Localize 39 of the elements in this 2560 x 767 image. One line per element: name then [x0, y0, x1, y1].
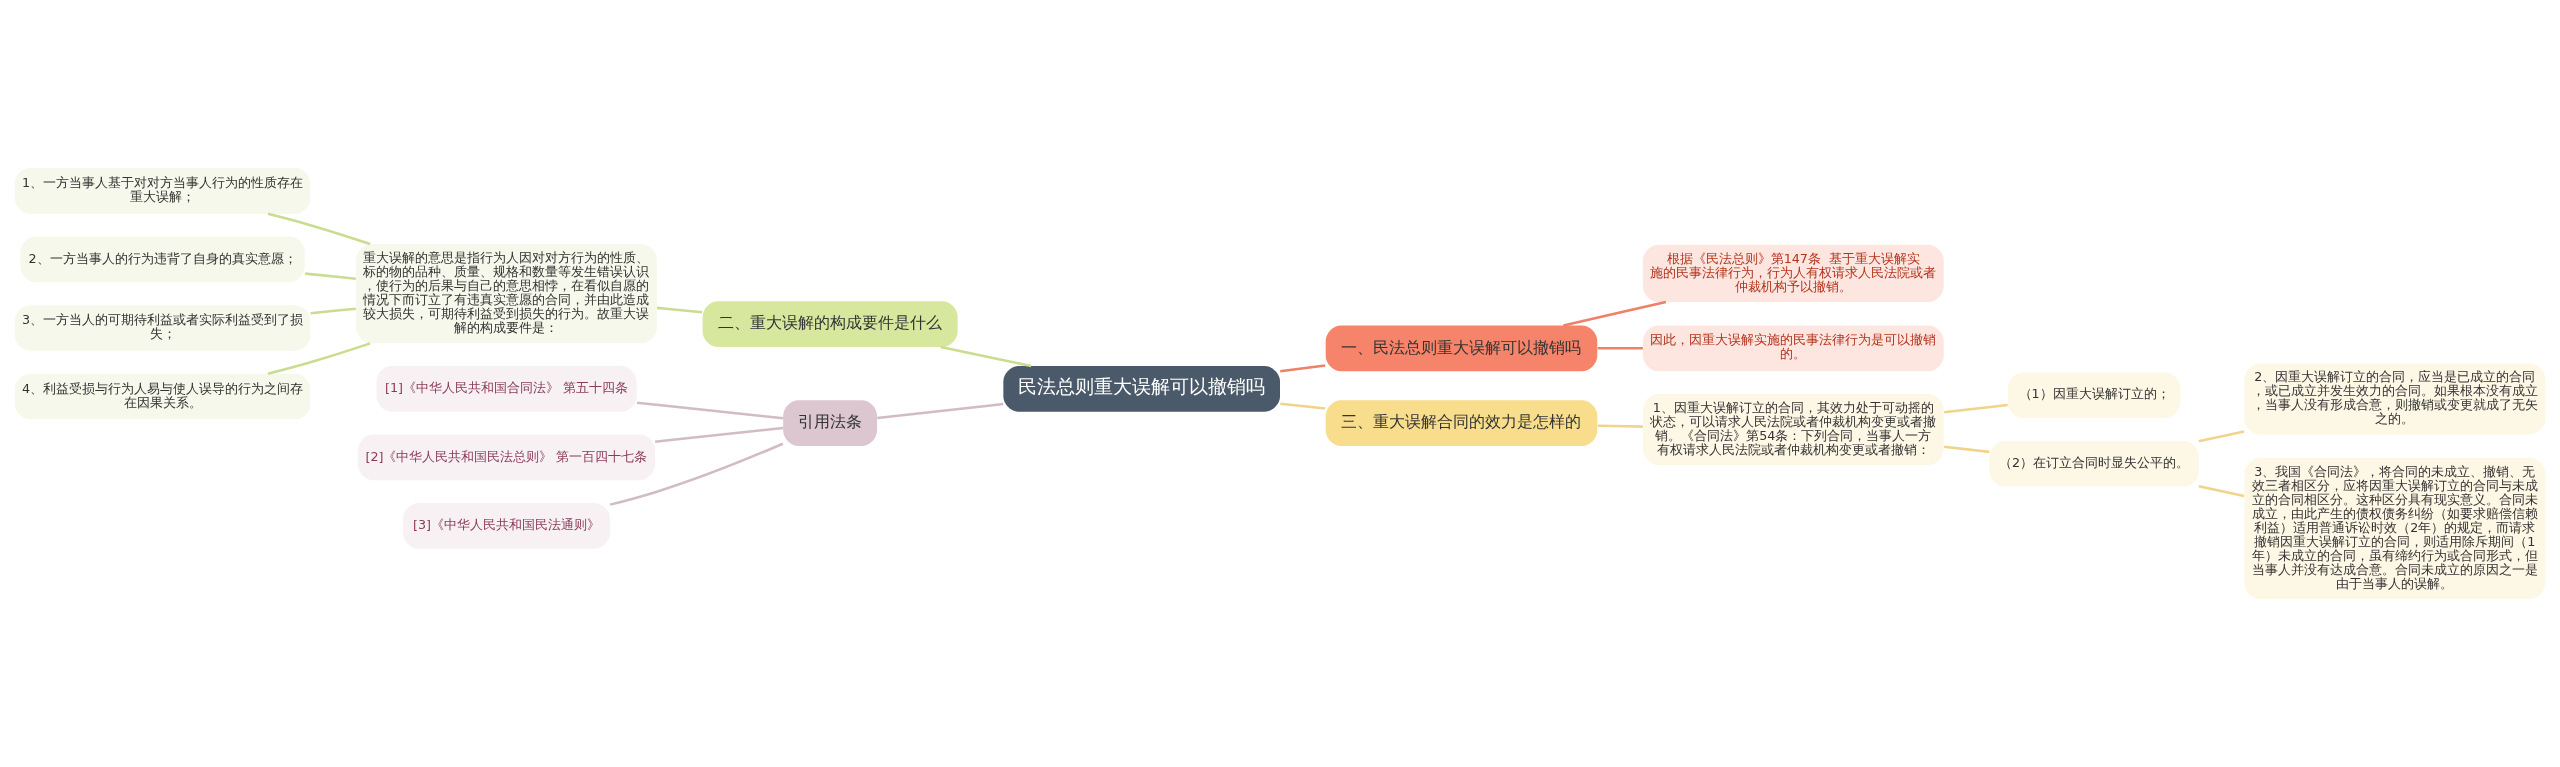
- node-box: 一、民法总则重大误解可以撤销吗: [1325, 325, 1598, 372]
- connector: [1597, 347, 1643, 350]
- node-box: 1、因重大误解订立的合同，其效力处于可动摇的状态，可以请求人民法院或者仲裁机构变更或者撤销。《合同法》第54条：下列合同，当事人一方有权请求人民法院或者仲裁机构变更或者撤销：: [1642, 393, 1944, 466]
- node-box: 二、重大误解的构成要件是什么: [702, 301, 958, 347]
- connector: [940, 345, 1032, 368]
- node-box: 3、一方当人的可期待利益或者实际利益受到了损失；: [14, 305, 311, 351]
- node-box: 2、因重大误解订立的合同，应当是已成立的合同，或已成立并发生效力的合同。如果根本没有成立，当事人没有形成合意，则撤销或变更就成了无矢之的。: [2244, 363, 2546, 435]
- node-box: 民法总则重大误解可以撤销吗: [1003, 366, 1280, 412]
- connector: [2198, 430, 2245, 443]
- connector: [305, 272, 356, 280]
- node-box: （1）因重大误解订立的；: [2007, 372, 2181, 419]
- connector: [1944, 403, 2008, 414]
- node-box: 因此，因重大误解实施的民事法律行为是可以撤销的。: [1642, 325, 1944, 372]
- node-box: 三、重大误解合同的效力是怎样的: [1325, 400, 1598, 446]
- node-box: 3、我国《合同法》，将合同的未成立、撤销、无效三者相区分，应将因重大误解订立的合同与未成立的合同相区分。这种区分具有现实意义。合同未成立，由此产生的债权债务纠纷（如要求赔偿信赖利益）适用普通诉讼时效（2年）的规定，而请求撤销因重大误解订立的合同，则适用除斥期间（1年）未成立的合同，虽有缔约行为或合同形式，但当事人并没有达成合意。合同未成立的原因之一是由于当事人的误解。: [2244, 458, 2546, 599]
- node-box: [3]《中华人民共和国民法通则》: [403, 503, 610, 549]
- node-box: 2、一方当事人的行为违背了自身的真实意愿；: [20, 236, 305, 283]
- connector: [877, 402, 1004, 420]
- connector: [1280, 364, 1326, 373]
- node-box: 4、利益受损与行为人易与使人误导的行为之间存在因果关系。: [14, 373, 311, 420]
- connector: [609, 442, 784, 506]
- connector: [656, 306, 703, 314]
- connector: [636, 401, 784, 420]
- connector: [1944, 445, 1990, 454]
- node-box: [1]《中华人民共和国合同法》 第五十四条: [376, 366, 637, 412]
- connector: [267, 212, 371, 246]
- node-box: 根据《民法总则》第147条 基于重大误解实施的民事法律行为，行为人有权请求人民法院或者仲裁机构予以撤销。: [1642, 244, 1944, 302]
- connector: [1597, 424, 1643, 428]
- connector: [2198, 484, 2245, 498]
- connector: [655, 426, 784, 443]
- connector: [267, 342, 371, 375]
- node-box: 1、一方当事人基于对对方当事人行为的性质存在重大误解；: [14, 168, 311, 214]
- connector: [1563, 300, 1667, 327]
- node-box: 重大误解的意思是指行为人因对对方行为的性质、标的物的品种、质量、规格和数量等发生错误认识，使行为的后果与自己的意思相悖，在看似自愿的情况下而订立了有违真实意愿的合同，并由此造成较大损失，可期待利益受到损失的行为。故重大误解的构成要件是：: [356, 244, 657, 344]
- node-box: [2]《中华人民共和国民法总则》 第一百四十七条: [358, 434, 655, 481]
- node-box: （2）在订立合同时显失公平的。: [1989, 440, 2199, 487]
- node-box: 引用法条: [783, 400, 878, 446]
- connector: [1280, 402, 1326, 410]
- connector: [310, 307, 356, 315]
